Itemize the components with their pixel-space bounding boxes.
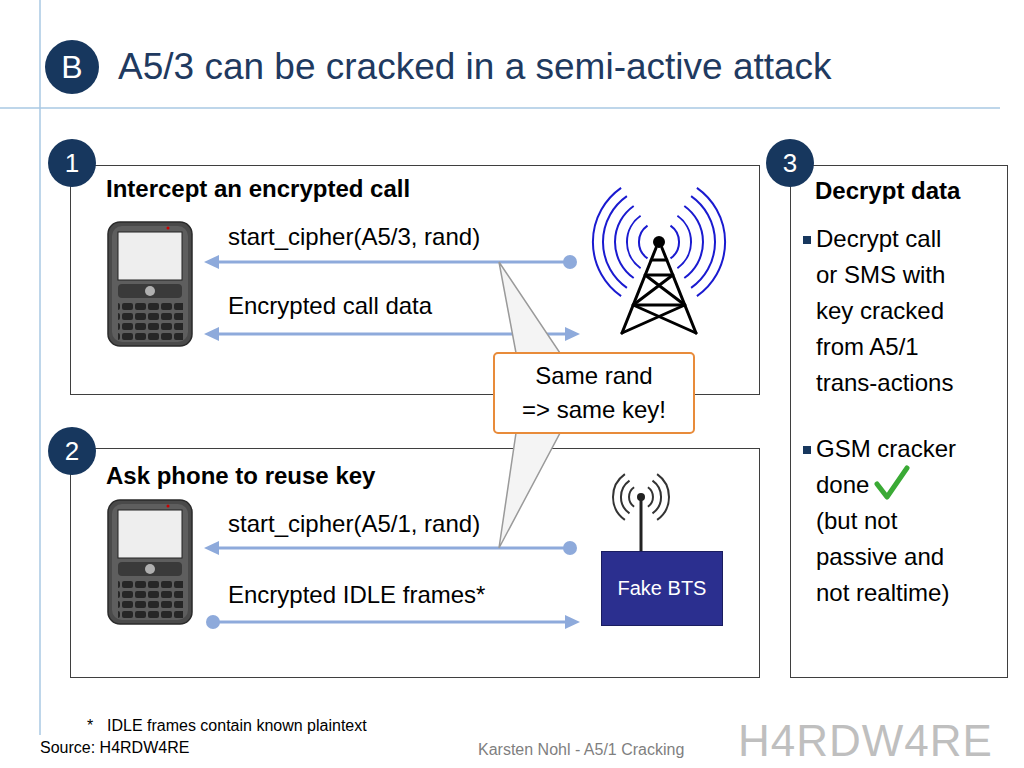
tower-illustration <box>622 236 696 333</box>
bullet-square <box>803 446 811 454</box>
callout-number: 3 <box>766 139 814 187</box>
arrow-dot <box>563 541 577 555</box>
signal-name: Encrypted call data <box>228 291 432 321</box>
title-rule <box>0 107 1000 109</box>
footnote: IDLE frames contain known plaintext <box>107 716 367 736</box>
phone-keyboard <box>118 302 183 342</box>
callout-number: B <box>45 40 99 94</box>
signal-name: start_cipher(A5/3, rand) <box>228 222 480 252</box>
bullet-text: Decrypt call or SMS with key cracked fro… <box>816 221 966 401</box>
arrow-line <box>213 621 570 624</box>
step-heading: Ask phone to reuse key <box>106 461 375 491</box>
wave-arc <box>684 206 703 278</box>
wave-arc <box>697 188 725 296</box>
step-heading: Intercept an encrypted call <box>106 174 410 204</box>
tower-bar <box>645 274 673 277</box>
wave-arc <box>621 481 630 514</box>
callout-pointer <box>499 433 560 548</box>
phone-body <box>108 500 192 624</box>
box-label: Fake BTS <box>602 552 722 625</box>
tower-bar <box>633 304 685 307</box>
radio-waves <box>593 188 725 296</box>
phone-illustration <box>108 222 192 346</box>
tower-brace <box>633 275 673 305</box>
callout-circle <box>45 40 99 94</box>
antenna-pole <box>640 497 643 551</box>
signal-name: Encrypted IDLE frames* <box>228 580 485 610</box>
wave-arc <box>657 474 669 520</box>
callout-number: 1 <box>48 139 96 187</box>
phone-trackball <box>145 286 155 296</box>
fake-bts-box: Fake BTS <box>601 551 723 626</box>
step-heading: Decrypt data <box>815 176 960 206</box>
wave-arc <box>613 474 625 520</box>
footer-text: Karsten Nohl - A5/1 Cracking <box>478 740 684 760</box>
wave-arc <box>627 216 641 268</box>
slide-title: A5/3 can be cracked in a semi-active att… <box>118 45 832 89</box>
callout-box: Same rand => same key! <box>493 352 695 434</box>
callout-circle <box>766 139 814 187</box>
callout-number: 2 <box>48 427 96 475</box>
tower-brace <box>622 305 685 333</box>
wave-arc <box>603 196 627 288</box>
wave-arc <box>671 226 680 259</box>
phone-body <box>108 222 192 346</box>
wave-arc <box>691 196 715 288</box>
arrow-line <box>214 547 570 550</box>
phone-led <box>167 505 170 508</box>
source-note: Source: H4RDW4RE <box>40 738 189 758</box>
arrow-head <box>565 327 580 341</box>
step-box: Ask phone to reuse keyFake BTS <box>70 448 760 678</box>
arrow-line <box>214 261 570 264</box>
phone-face <box>112 504 188 620</box>
bullet-note: (but not passive and not realtime) <box>816 503 966 611</box>
wave-arc <box>615 206 634 278</box>
tower-bar <box>651 259 667 262</box>
wave-arc <box>653 481 662 514</box>
tower-brace <box>633 305 696 333</box>
arrow-dot <box>206 615 220 629</box>
wave-arc <box>677 216 691 268</box>
tower-tip <box>653 236 665 248</box>
antenna-tip <box>637 493 645 501</box>
signal-arrow <box>206 615 580 629</box>
arrow-dot <box>563 255 577 269</box>
signal-arrow <box>204 255 577 269</box>
footnote-mark: * <box>87 716 93 736</box>
phone-illustration <box>108 500 192 624</box>
wave-arc <box>593 188 621 296</box>
signal-arrow <box>204 541 577 555</box>
wave-arc <box>629 487 634 507</box>
phone-screen <box>118 510 182 558</box>
callout-circle <box>48 139 96 187</box>
arrow-head <box>204 541 219 555</box>
callout-pointer <box>499 262 560 353</box>
arrow-head <box>204 327 219 341</box>
phone-screen <box>118 232 182 280</box>
phone-nav <box>118 562 182 576</box>
phone-trackball <box>145 564 155 574</box>
margin-rule <box>39 0 41 735</box>
watermark-logo: H4RDW4RE <box>738 716 993 766</box>
callout-circle <box>48 427 96 475</box>
arrow-head <box>565 615 580 629</box>
step-box: Decrypt dataDecrypt call or SMS with key… <box>790 165 1008 678</box>
arrow-head <box>204 255 219 269</box>
phone-face <box>112 226 188 342</box>
callout-text: Same rand => same key! <box>520 359 668 427</box>
wave-arc <box>648 487 653 507</box>
phone-keyboard <box>118 580 183 620</box>
check-mark <box>877 468 907 497</box>
phone-led <box>167 227 170 230</box>
wave-arc <box>639 226 648 259</box>
bullet-square <box>803 236 811 244</box>
signal-name: start_cipher(A5/1, rand) <box>228 509 480 539</box>
phone-nav <box>118 284 182 298</box>
